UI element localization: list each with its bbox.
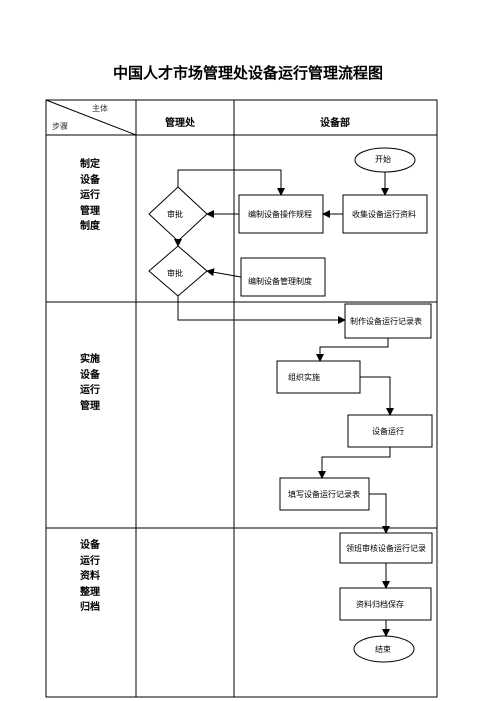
fill-label: 填写设备运行记录表 [288, 490, 360, 499]
organize-node [276, 360, 361, 394]
table-frame [45, 99, 438, 698]
run-label: 设备运行 [372, 427, 404, 436]
corner-top-label: 主体 [92, 104, 108, 113]
arrow-organize-run [360, 376, 394, 416]
header-equipment-dept: 设备部 [320, 118, 350, 129]
step-label-formulate: 制定设备运行管理制度 [80, 159, 100, 232]
edit-system-label: 编制设备管理制度 [248, 277, 312, 286]
approve1-label: 审批 [167, 210, 183, 219]
arrow-table-organize [316, 338, 389, 362]
loop-approve1-back [177, 169, 285, 196]
page-title: 中国人才市场管理处设备运行管理流程图 [112, 64, 383, 82]
archive-label: 资料归档保存 [356, 600, 404, 609]
header-management-office: 管理处 [165, 118, 195, 129]
edit-rules-label: 编制设备操作规程 [248, 210, 312, 219]
arrow-approve2-table [177, 296, 346, 324]
step-label-archive: 设备运行资料整理归档 [80, 540, 100, 613]
run-node [347, 414, 433, 448]
collect-node [342, 194, 428, 234]
review-node [339, 532, 433, 564]
organize-label: 组织实施 [288, 373, 320, 382]
arrow-run-fill [318, 447, 391, 479]
end-label: 结束 [375, 645, 391, 654]
collect-label: 收集设备运行资料 [352, 210, 416, 219]
make-table-label: 制作设备运行记录表 [350, 317, 422, 326]
corner-bottom-label: 步骤 [52, 122, 68, 131]
review-label: 领班审核设备运行记录 [346, 544, 426, 553]
arrow-fill-review [369, 493, 390, 534]
approve2-label: 审批 [167, 269, 183, 278]
arrow-system-approve2 [206, 268, 242, 278]
start-label: 开始 [375, 155, 391, 164]
edit-system-node [240, 257, 326, 297]
step-label-implement: 实施设备运行管理 [80, 354, 100, 412]
